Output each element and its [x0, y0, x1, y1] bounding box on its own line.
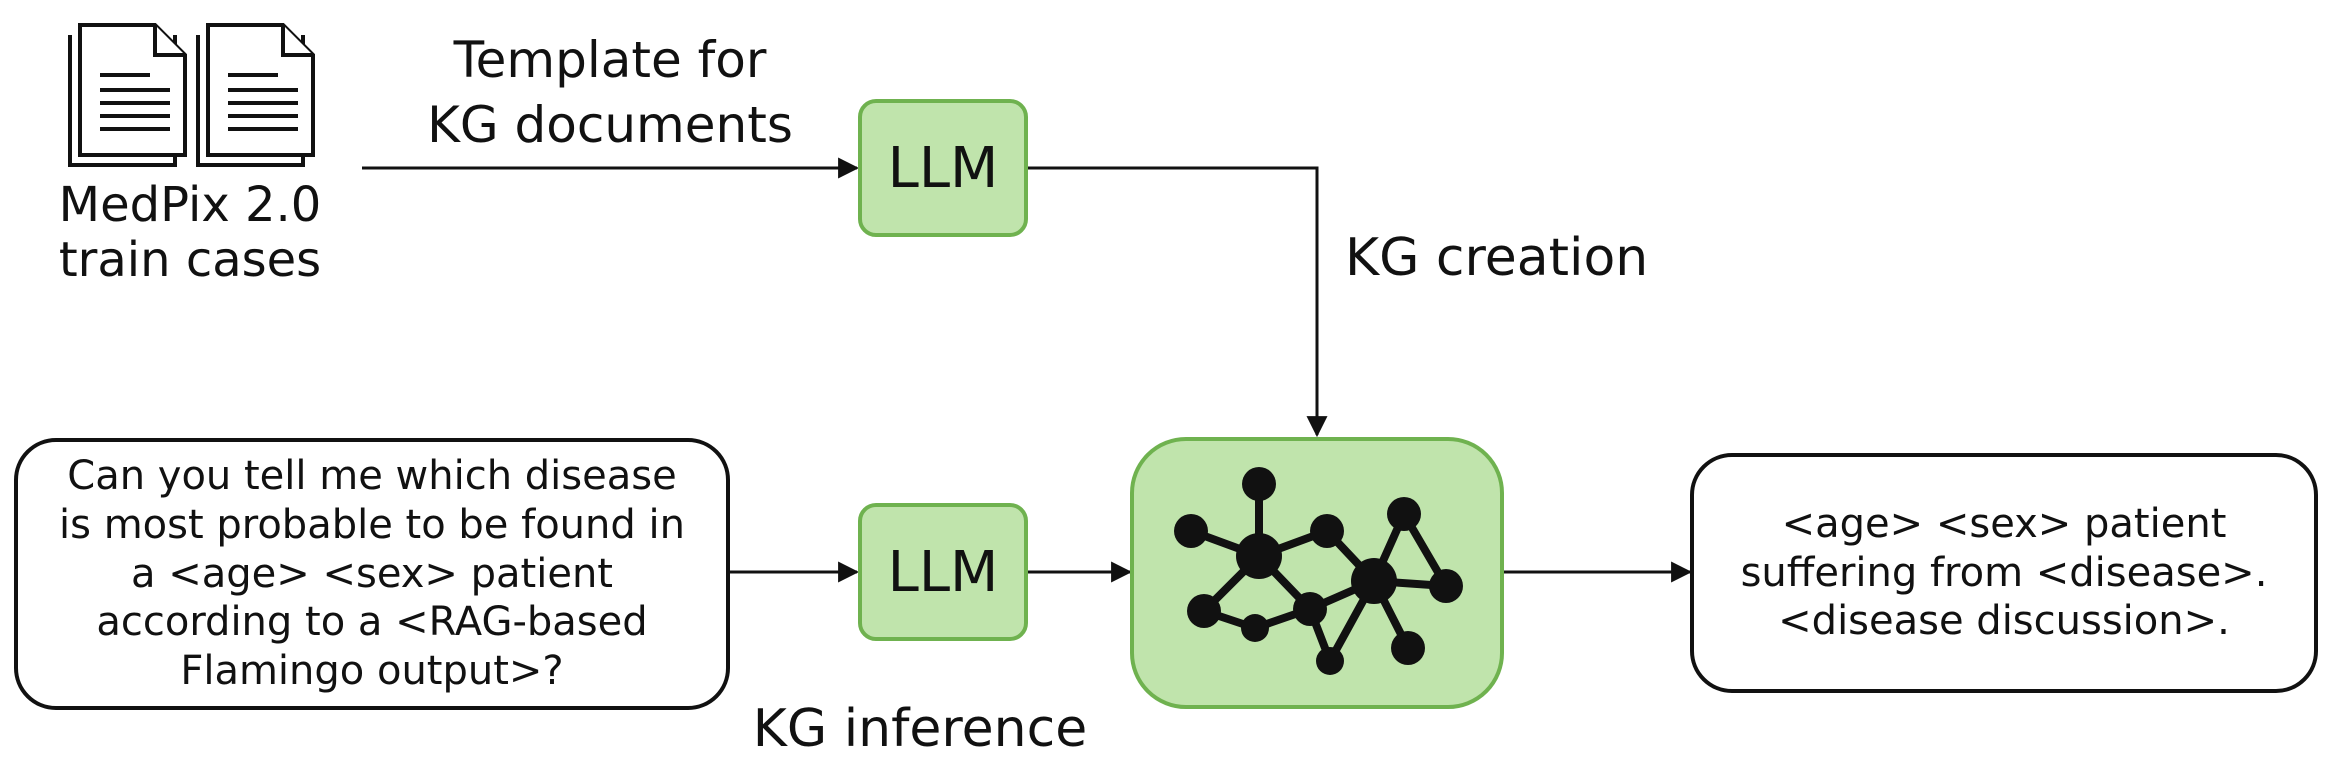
dataset-label-line-2: train cases	[58, 232, 322, 289]
knowledge-graph-icon	[1174, 467, 1463, 675]
question-line-3: a <age> <sex> patient	[130, 550, 613, 597]
question-text: Can you tell me which disease is most pr…	[59, 452, 685, 696]
question-line-1: Can you tell me which disease	[67, 453, 677, 499]
document-stack-icon	[196, 23, 315, 167]
knowledge-graph-node	[1130, 437, 1504, 709]
template-label: Template for KG documents	[390, 28, 830, 158]
question-line-2: is most probable to be found in	[59, 501, 685, 548]
template-label-line-1: Template for	[453, 31, 767, 89]
answer-line-2: suffering from <disease>.	[1740, 549, 2268, 596]
dataset-label-line-1: MedPix 2.0	[58, 177, 322, 233]
answer-line-3: <disease discussion>.	[1778, 598, 2230, 645]
answer-line-1: <age> <sex> patient	[1781, 500, 2227, 547]
question-box: Can you tell me which disease is most pr…	[14, 438, 730, 710]
llm-node-bottom-label: LLM	[887, 539, 999, 605]
kg-creation-label: KG creation	[1345, 228, 1649, 288]
question-line-5: Flamingo output>?	[180, 648, 564, 695]
template-label-line-2: KG documents	[427, 96, 793, 154]
llm-node-bottom: LLM	[858, 503, 1028, 641]
llm-node-top: LLM	[858, 99, 1028, 237]
kg-inference-label: KG inference	[752, 699, 1088, 759]
question-line-4: according to a <RAG-based	[96, 599, 648, 646]
document-stack-icon	[68, 23, 187, 167]
arrow-llm-to-kg	[1028, 166, 1328, 438]
llm-node-top-label: LLM	[887, 135, 999, 201]
answer-text: <age> <sex> patient suffering from <dise…	[1741, 500, 2268, 646]
answer-box: <age> <sex> patient suffering from <dise…	[1690, 453, 2318, 693]
dataset-label: MedPix 2.0 train cases	[40, 177, 340, 289]
